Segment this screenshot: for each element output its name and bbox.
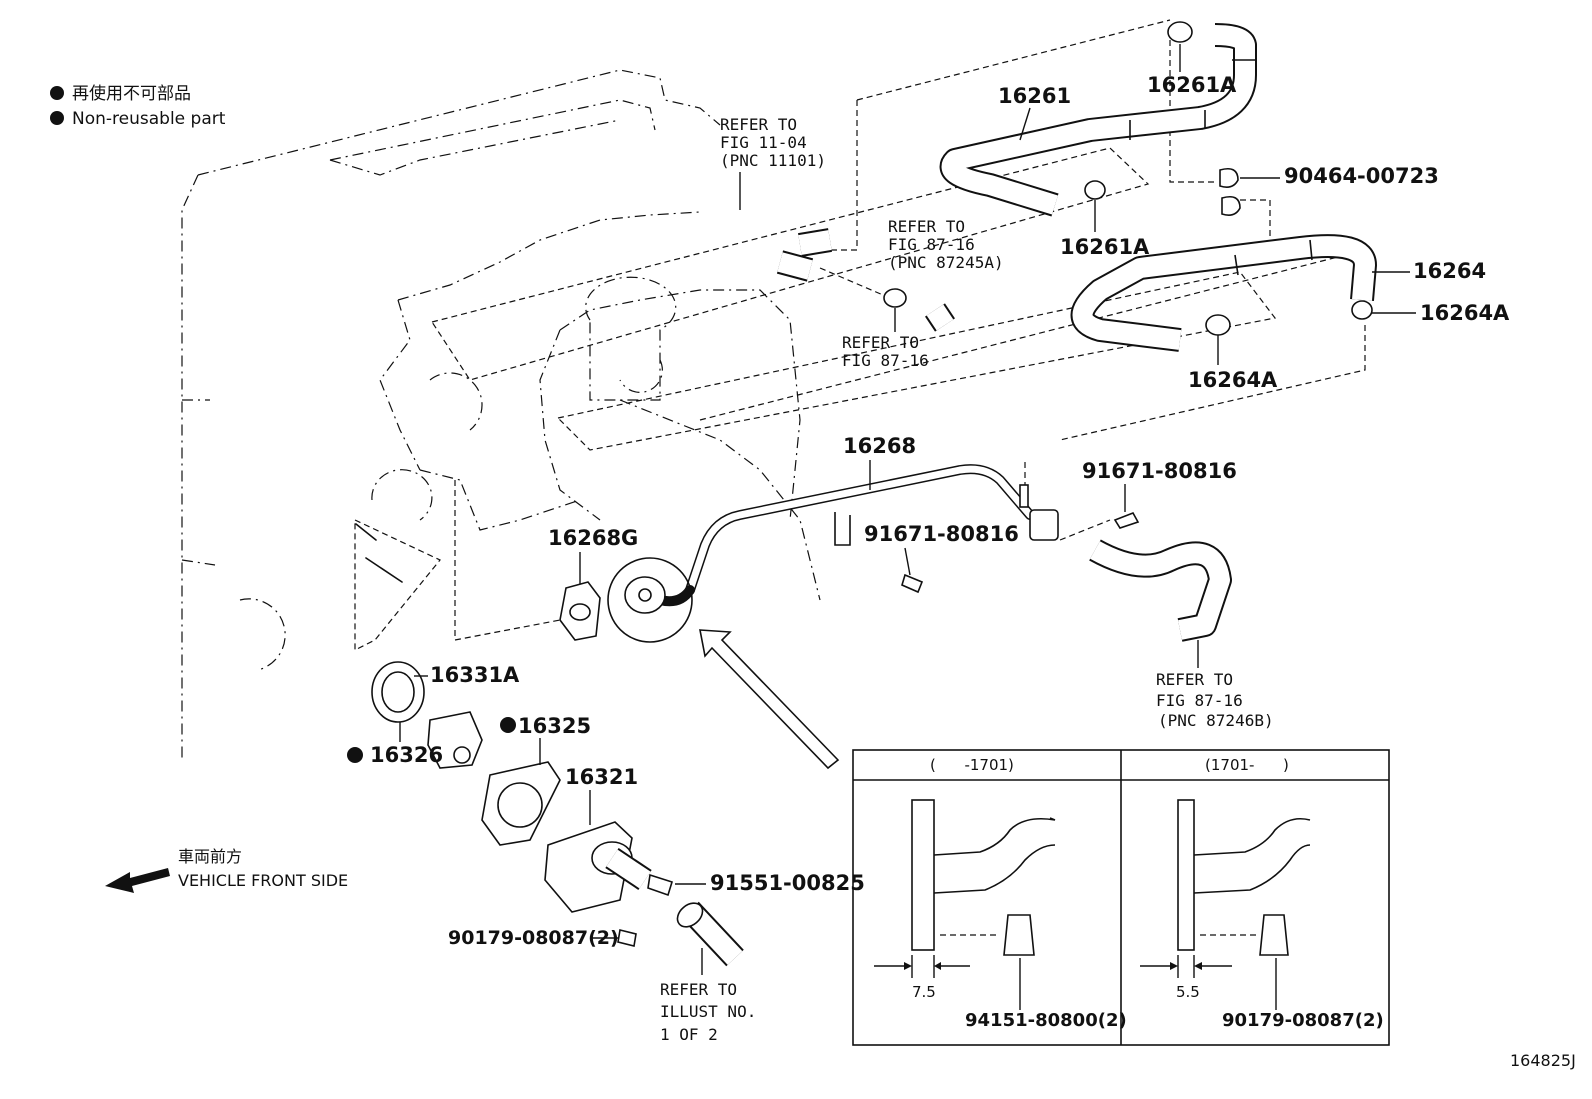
reference-dash-lines [354,19,1366,651]
hose-lower-right [1089,539,1232,642]
svg-text:ILLUST NO.: ILLUST NO. [660,1002,756,1021]
ref-fig-87-16-87246B: REFER TO FIG 87-16 (PNC 87246B) [1156,640,1274,730]
part-label-90179-right: 90179-08087(2) [1222,1010,1384,1031]
detail-header-left: ( -1701) [930,756,1014,774]
part-label-16264: 16264 [1413,259,1486,283]
connector-pipe-11101 [776,228,832,282]
svg-text:REFER TO: REFER TO [720,115,797,134]
detail-box: ( -1701) (1701- ) 7.5 94151-80800(2) [852,749,1390,1046]
svg-text:(PNC 87246B): (PNC 87246B) [1158,711,1274,730]
dimension-7-5: 7.5 [912,983,936,1001]
part-label-16321: 16321 [565,765,638,789]
part-label-16268G: 16268G [548,526,638,550]
svg-text:(PNC 11101): (PNC 11101) [720,151,826,170]
front-arrow-icon [105,868,170,893]
ref-fig-11-04: REFER TO FIG 11-04 (PNC 11101) [720,115,826,210]
pointer-arrow [699,629,840,770]
part-label-16268: 16268 [843,434,916,458]
part-label-16326: 16326 [370,743,443,767]
pipe-flange-zoom [607,557,695,643]
svg-text:FIG 87-16: FIG 87-16 [1156,691,1243,710]
engine-phantom-outline [181,69,821,760]
thermostat-assembly [355,523,652,913]
detail-right-5-5: 5.5 90179-08087(2) [1140,799,1384,1031]
non-reusable-bullet-icon [50,86,64,100]
part-label-91671-mid: 91671-80816 [864,522,1019,546]
part-label-90179-left: 90179-08087(2) [448,927,619,949]
non-reusable-bullet-icon [50,111,64,125]
figure-id: 164825J [1510,1051,1576,1070]
svg-text:FIG 11-04: FIG 11-04 [720,133,807,152]
ref-fig-87-16-87245A: REFER TO FIG 87-16 (PNC 87245A) [888,217,1004,272]
hose-16264 [1070,234,1377,352]
hose-stub-87245A [925,303,955,332]
hose-lower-left [676,901,744,967]
svg-text:FIG 87-16: FIG 87-16 [888,235,975,254]
legend-non-reusable-ja: 再使用不可部品 [72,83,191,104]
part-label-16264A-right: 16264A [1420,301,1510,325]
vehicle-front-indicator: 車両前方 VEHICLE FRONT SIDE [105,847,348,893]
svg-text:REFER TO: REFER TO [888,217,965,236]
svg-text:(PNC 87245A): (PNC 87245A) [888,253,1004,272]
part-label-94151: 94151-80800(2) [965,1010,1127,1031]
detail-header-right: (1701- ) [1205,756,1289,774]
part-label-90464: 90464-00723 [1284,164,1439,188]
ref-fig-87-16-b: REFER TO FIG 87-16 [842,308,929,370]
svg-text:REFER TO: REFER TO [842,333,919,352]
part-labels: 16261 16261A 16261A 90464-00723 16264 16… [347,44,1510,949]
dimension-5-5: 5.5 [1176,983,1200,1001]
part-label-91671-right: 91671-80816 [1082,459,1237,483]
svg-text:1 OF 2: 1 OF 2 [660,1025,718,1044]
ref-illust-1-of-2: REFER TO ILLUST NO. 1 OF 2 [660,948,756,1044]
vehicle-front-label-en: VEHICLE FRONT SIDE [178,871,348,890]
part-label-16264A-bottom: 16264A [1188,368,1278,392]
hose-16261 [939,23,1257,217]
part-label-16261A-top: 16261A [1147,73,1237,97]
hose-clamps [883,21,1373,336]
legend-non-reusable-en: Non-reusable part [72,109,226,129]
svg-text:REFER TO: REFER TO [660,980,737,999]
pipe-16268 [685,464,1059,595]
part-label-16261A-mid: 16261A [1060,235,1150,259]
reference-notes: REFER TO FIG 11-04 (PNC 11101) REFER TO … [660,115,1274,1044]
part-label-91551: 91551-00825 [710,871,865,895]
non-reusable-marker-icon [347,747,363,763]
non-reusable-marker-icon [500,717,516,733]
detail-left-7-5: 7.5 94151-80800(2) [874,799,1127,1031]
part-label-16331A: 16331A [430,663,520,687]
part-label-16261: 16261 [998,84,1071,108]
svg-text:REFER TO: REFER TO [1156,670,1233,689]
vehicle-front-label-ja: 車両前方 [178,847,242,866]
svg-text:FIG 87-16: FIG 87-16 [842,351,929,370]
legend: 再使用不可部品 Non-reusable part [50,83,226,129]
bolts [617,512,1140,947]
part-label-16325: 16325 [518,714,591,738]
